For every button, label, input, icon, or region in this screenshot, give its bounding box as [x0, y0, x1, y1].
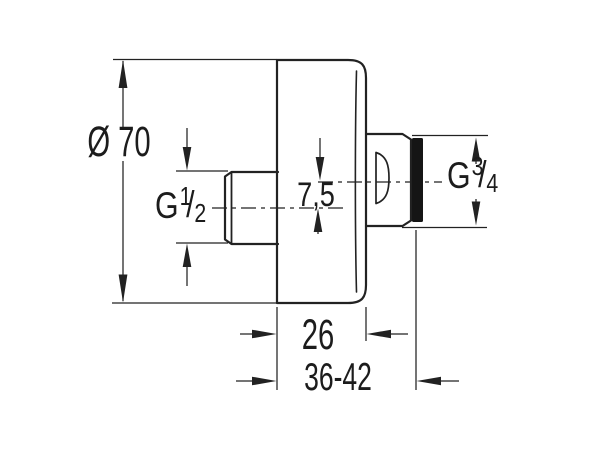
offset-arrow-up: [313, 208, 323, 232]
dim-label-offset: 7,5: [297, 175, 335, 214]
g34-union-nut: [364, 132, 413, 228]
dim-diameter-70: Ø 70: [87, 58, 277, 304]
dim70-arrow-up: [118, 60, 128, 88]
g34-seal-ring: [412, 138, 423, 222]
union-bore-profile: [375, 151, 390, 205]
g12-arrow-up: [182, 243, 192, 267]
g12-label-base: G: [155, 185, 179, 227]
g12-label-denominator: 2: [194, 199, 206, 229]
dim3642-arrow-right: [252, 376, 277, 386]
g34-arrow-down: [471, 201, 481, 226]
dim-thread-g34: G 3 / 4: [402, 134, 498, 229]
dim-label-wall-range: 36-42: [304, 356, 372, 399]
g34-label-base: G: [447, 155, 471, 197]
flange-outline: [275, 58, 368, 305]
dim-wall-range-3642: 36-42: [236, 230, 459, 399]
g12-label-numerator: 1: [180, 182, 192, 212]
dim-flange-depth-26: 26: [240, 307, 408, 390]
g34-label-slash: /: [478, 154, 487, 196]
dim-thread-g12: G 1 / 2: [155, 128, 228, 286]
g34-label: G 3 / 4: [447, 152, 498, 199]
g34-label-denominator: 4: [486, 169, 498, 199]
dim-label-diameter: Ø 70: [87, 117, 150, 165]
g34-label-numerator: 3: [472, 152, 484, 182]
dim-label-flange-depth: 26: [302, 310, 335, 358]
g12-label-slash: /: [186, 184, 195, 226]
dim26-arrow-right: [252, 329, 277, 339]
g12-arrow-down: [182, 147, 192, 171]
offset-arrow-down: [315, 157, 325, 181]
dim26-arrow-left: [366, 329, 391, 339]
g34-arrow-up: [471, 137, 481, 162]
g12-label: G 1 / 2: [155, 182, 206, 229]
dim3642-arrow-left: [416, 376, 441, 386]
dim70-arrow-down: [118, 274, 128, 303]
dim-offset-75: 7,5: [297, 138, 335, 234]
